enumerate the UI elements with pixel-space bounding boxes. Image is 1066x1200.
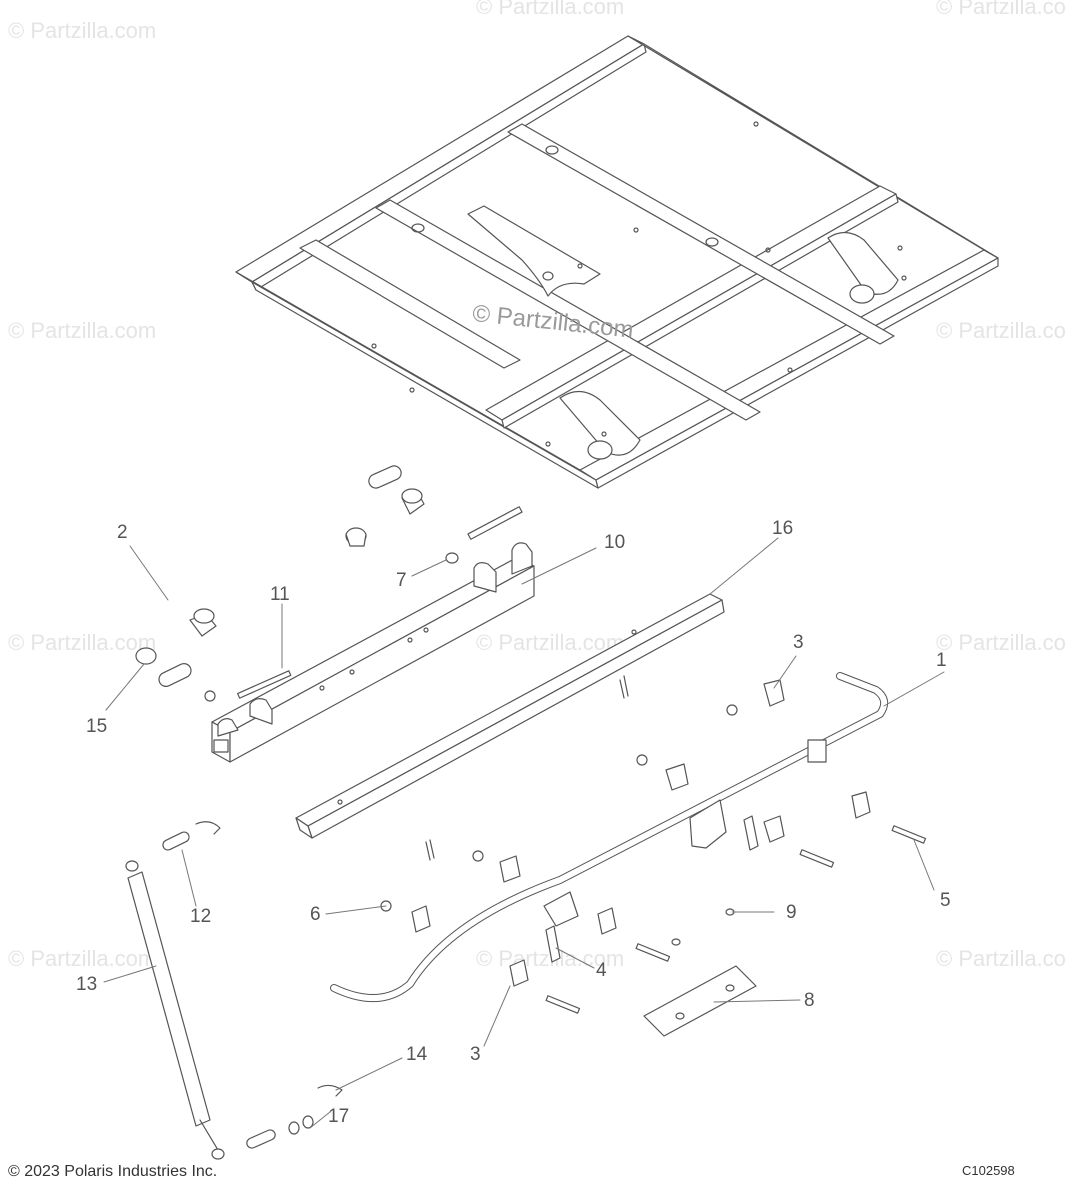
- callout-1: 1: [936, 650, 947, 671]
- watermark: © Partzilla.com: [8, 318, 157, 343]
- callout-15: 15: [86, 716, 108, 737]
- callout-9: 9: [786, 902, 797, 923]
- watermark: © Partzilla.com: [476, 630, 625, 655]
- watermark: © Partzilla.com: [936, 946, 1066, 971]
- channel-rail: [295, 593, 725, 861]
- callout-3-bottom: 3: [470, 1044, 481, 1065]
- leader-lines: [103, 537, 945, 1129]
- callout-17: 17: [328, 1106, 350, 1127]
- copyright-text: © 2023 Polaris Industries Inc.: [8, 1163, 218, 1180]
- callout-12: 12: [190, 906, 212, 927]
- watermark: © Partzilla.com: [936, 318, 1066, 343]
- callout-2: 2: [117, 522, 128, 543]
- diagram-code: C102598: [962, 1163, 1015, 1178]
- pivot-hardware: [345, 465, 523, 564]
- watermark: © Partzilla.com: [8, 946, 157, 971]
- callout-3-top: 3: [793, 632, 804, 653]
- bed-frame: [235, 35, 999, 489]
- strike-plate: [643, 965, 757, 1037]
- pins-and-spacers: [135, 608, 221, 851]
- watermark: © Partzilla.com: [8, 630, 157, 655]
- callout-11: 11: [270, 584, 290, 605]
- watermark: © Partzilla.com: [476, 0, 625, 19]
- callout-4: 4: [596, 960, 607, 981]
- callout-6: 6: [310, 904, 321, 925]
- callout-10: 10: [604, 532, 626, 553]
- callout-8: 8: [804, 990, 815, 1011]
- clips-and-fasteners: [204, 670, 927, 1014]
- callout-7: 7: [396, 570, 407, 591]
- callout-16: 16: [772, 518, 794, 539]
- watermark: © Partzilla.com: [8, 18, 157, 43]
- latch-rail: [211, 542, 535, 763]
- callout-5: 5: [940, 890, 951, 911]
- callout-14: 14: [406, 1044, 428, 1065]
- watermark: © Partzilla.com: [936, 630, 1066, 655]
- callout-13: 13: [76, 974, 98, 995]
- gas-strut: [125, 860, 225, 1160]
- strut-pin-hardware: [246, 1084, 343, 1149]
- watermark: © Partzilla.com: [936, 0, 1066, 19]
- latch-rod: [330, 672, 889, 1002]
